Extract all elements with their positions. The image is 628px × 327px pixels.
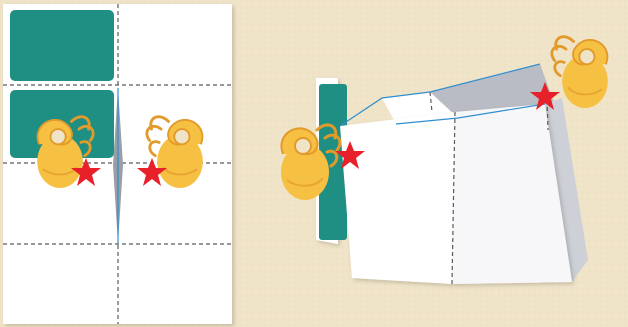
step-1-flat-sheet-pinch (3, 4, 232, 324)
teal-panel-top (10, 10, 114, 81)
booklet-front-left-page (340, 112, 455, 284)
